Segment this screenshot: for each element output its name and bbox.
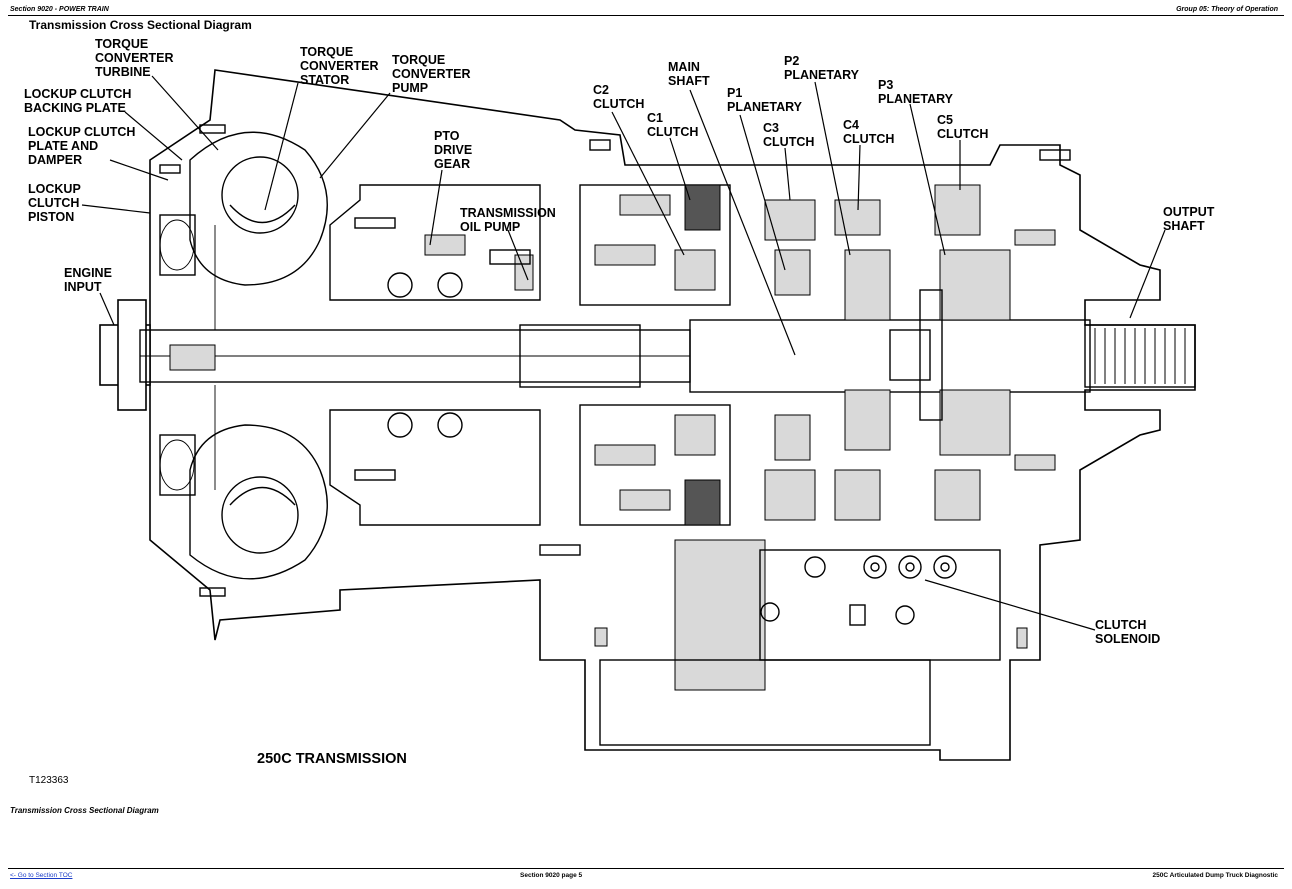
label-p2-planetary: P2 PLANETARY [784,54,860,82]
section-toc-link[interactable]: <- Go to Section TOC [10,872,73,879]
model-label: 250C TRANSMISSION [257,751,407,767]
label-p1-planetary: P1 PLANETARY [727,86,803,114]
header-group: Group 05: Theory of Operation [1176,6,1278,13]
label-c5-clutch: C5 CLUTCH [937,113,988,141]
figure-caption: Transmission Cross Sectional Diagram [10,806,159,815]
label-clutch-solenoid: CLUTCH SOLENOID [1095,618,1160,646]
pump-section [329,184,541,526]
header-section: Section 9020 - POWER TRAIN [10,6,109,13]
label-c4-clutch: C4 CLUTCH [843,118,894,146]
header-rule [8,15,1284,16]
label-pto-drive-gear: PTO DRIVE GEAR [434,129,476,171]
footer-rule [8,868,1284,869]
housing [99,69,1196,761]
page-number: Section 9020 page 5 [520,872,583,879]
valve-body [594,539,1028,746]
label-c2-clutch: C2 CLUTCH [593,83,644,111]
leader-lines [81,75,1166,631]
label-c3-clutch: C3 CLUTCH [763,121,814,149]
label-lockup-clutch-plate-damper: LOCKUP CLUTCH PLATE AND DAMPER [28,125,139,167]
manual-title: 250C Articulated Dump Truck Diagnostic [1152,872,1278,879]
label-torque-converter-stator: TORQUE CONVERTER STATOR [300,45,382,87]
clutch-packs [579,184,1056,526]
label-transmission-oil-pump: TRANSMISSION OIL PUMP [460,206,559,234]
label-engine-input: ENGINE INPUT [64,266,115,294]
label-c1-clutch: C1 CLUTCH [647,111,698,139]
label-lockup-clutch-piston: LOCKUP CLUTCH PISTON [28,182,84,224]
label-torque-converter-turbine: TORQUE CONVERTER TURBINE [95,37,177,79]
figure-id: T123363 [29,775,69,786]
label-torque-converter-pump: TORQUE CONVERTER PUMP [392,53,474,95]
callouts: TORQUE CONVERTER TURBINE LOCKUP CLUTCH B… [24,37,1218,646]
bolts [159,124,1071,597]
label-main-shaft: MAIN SHAFT [668,60,710,88]
label-lockup-clutch-backing-plate: LOCKUP CLUTCH BACKING PLATE [24,87,135,115]
torque-converter [159,131,328,580]
page-title: Transmission Cross Sectional Diagram [29,18,252,32]
label-output-shaft: OUTPUT SHAFT [1163,205,1218,233]
label-p3-planetary: P3 PLANETARY [878,78,954,106]
